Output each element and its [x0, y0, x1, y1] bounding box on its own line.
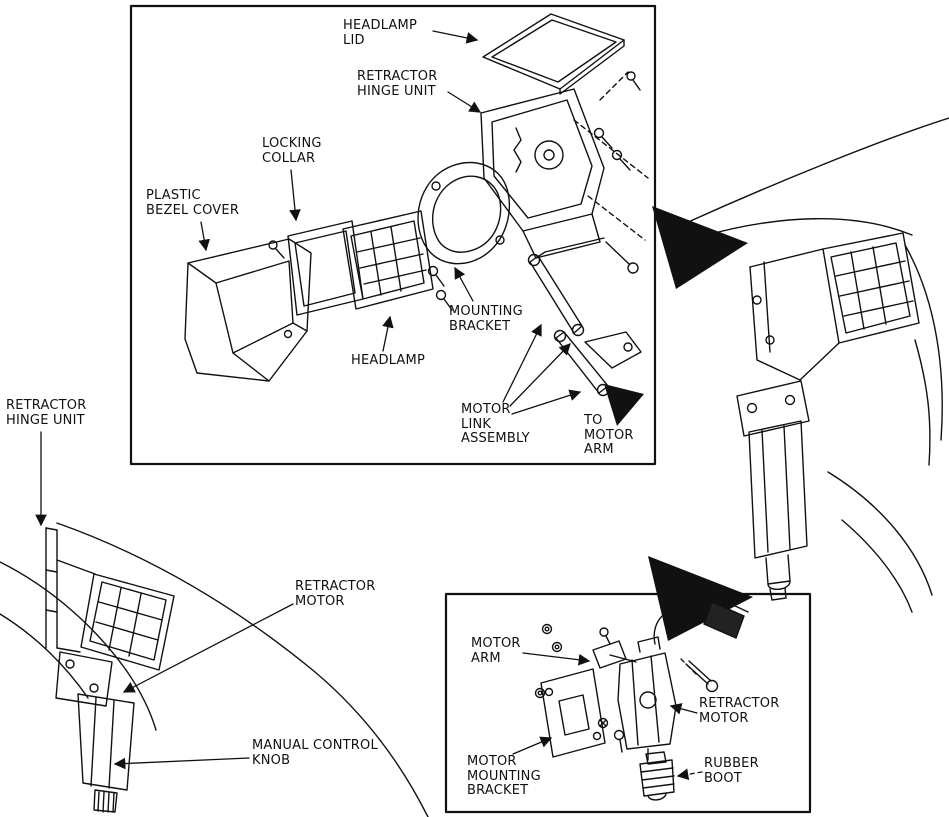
exploded-view-frame [129, 4, 657, 466]
retractor-motor-detail-drawing [617, 636, 677, 761]
label-retractor-hinge-unit-front: RETRACTOR HINGE UNIT [6, 398, 87, 428]
label-manual-control-knob: MANUAL CONTROL KNOB [252, 738, 378, 768]
callout-arrow-bottom [648, 556, 753, 641]
headlamp-lid-drawing [482, 13, 641, 101]
plastic-bezel-cover-drawing [184, 238, 312, 382]
label-motor-arm: MOTOR ARM [471, 636, 521, 666]
label-to-motor-arm: TO MOTOR ARM [584, 413, 634, 458]
label-retractor-motor-detail: RETRACTOR MOTOR [699, 696, 780, 726]
retractor-hinge-unit-front-drawing [45, 527, 96, 653]
leader-lines [35, 30, 703, 781]
to-motor-arm-arrow [604, 384, 644, 426]
locking-collar-drawing [268, 220, 364, 316]
headlamp-front-drawing [80, 573, 175, 671]
label-motor-mounting-bracket: MOTOR MOUNTING BRACKET [467, 754, 541, 799]
wire-connector [703, 601, 745, 639]
car-front-drawing [0, 522, 429, 817]
motor-wire-drawing [653, 597, 749, 645]
label-headlamp: HEADLAMP [351, 353, 425, 368]
retractor-motor-side-drawing [748, 420, 808, 601]
label-motor-link-assembly: MOTOR LINK ASSEMBLY [461, 402, 530, 447]
label-mounting-bracket: MOUNTING BRACKET [449, 304, 523, 334]
callout-arrow-top [652, 206, 748, 289]
motor-mounting-bracket-drawing [540, 668, 625, 758]
mounting-bracket-drawing [417, 161, 510, 311]
motor-detail-frame [444, 592, 812, 814]
motor-link-assembly-drawing [527, 253, 642, 397]
bolt-drawing [680, 658, 719, 693]
label-rubber-boot: RUBBER BOOT [704, 756, 759, 786]
rubber-boot-drawing [639, 751, 675, 801]
label-locking-collar: LOCKING COLLAR [262, 136, 322, 166]
motor-arm-drawing [534, 623, 637, 699]
retractor-hinge-unit-drawing [480, 88, 649, 274]
label-retractor-hinge-unit-exploded: RETRACTOR HINGE UNIT [357, 69, 438, 99]
car-rear-quarter-drawing [685, 117, 949, 613]
label-plastic-bezel-cover: PLASTIC BEZEL COVER [146, 188, 240, 218]
headlamp-assembly-side-drawing [736, 232, 920, 437]
retractor-motor-front-drawing [55, 651, 135, 813]
headlamp-drawing [342, 210, 434, 310]
label-headlamp-lid: HEADLAMP LID [343, 18, 417, 48]
label-retractor-motor-front: RETRACTOR MOTOR [295, 579, 376, 609]
